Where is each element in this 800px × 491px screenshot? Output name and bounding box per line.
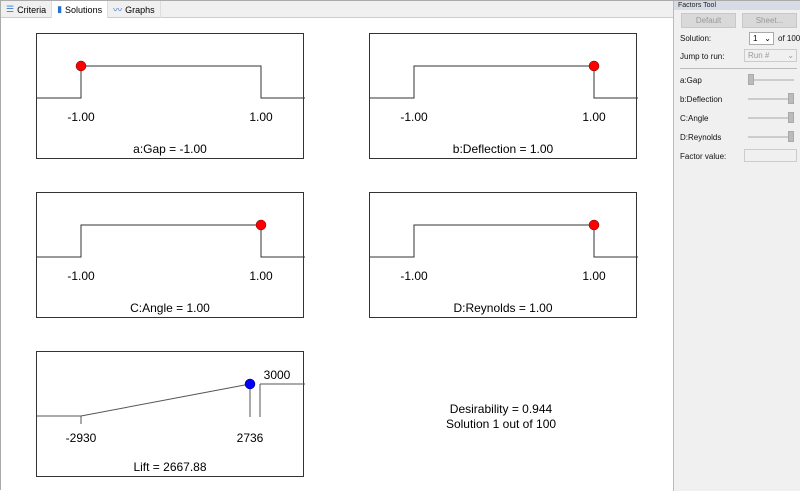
chevron-down-icon: ⌄	[764, 34, 771, 43]
panel-title: D:Reynolds = 1.00	[453, 301, 553, 315]
high-label: 1.00	[249, 110, 273, 124]
low-label: -1.00	[400, 110, 428, 124]
slider-thumb[interactable]	[788, 112, 794, 123]
high-label: 2736	[236, 431, 264, 445]
factor-label-deflection: b:Deflection	[680, 95, 723, 104]
factor-ramp-angle: -1.00 1.00 C:Angle = 1.00	[36, 192, 305, 318]
jump-label: Jump to run:	[680, 52, 725, 61]
solutions-view: -1.00 1.00 a:Gap = -1.00 -1.00 1.00 b:De…	[1, 18, 673, 491]
solution-select[interactable]: 1⌄	[749, 32, 774, 45]
tab-bar: ☰Criteria ▮Solutions 〰Graphs	[1, 1, 673, 18]
factor-ramp-deflection: -1.00 1.00 b:Deflection = 1.00	[369, 33, 638, 159]
jump-to-run-select[interactable]: Run #⌄	[744, 49, 797, 62]
slider-thumb[interactable]	[788, 93, 794, 104]
solution-label: Solution:	[680, 34, 712, 43]
factor-value-label: Factor value:	[680, 152, 727, 161]
factor-label-gap: a:Gap	[680, 76, 702, 85]
reynolds-slider[interactable]	[748, 131, 794, 142]
of-label: of 100	[778, 34, 800, 43]
low-label: -1.00	[67, 269, 95, 283]
slider-thumb[interactable]	[788, 131, 794, 142]
factors-tool-panel: Factors Tool Default Sheet... Solution: …	[673, 1, 800, 491]
factor-dot	[588, 60, 600, 72]
tab-criteria[interactable]: ☰Criteria	[1, 1, 53, 18]
default-button[interactable]: Default	[681, 13, 736, 28]
panel-title: C:Angle = 1.00	[130, 301, 210, 315]
panel-title: Lift = 2667.88	[133, 460, 207, 474]
target-label: 3000	[263, 368, 291, 382]
response-dot	[244, 378, 256, 390]
high-label: 1.00	[582, 110, 606, 124]
panel-title: b:Deflection = 1.00	[452, 142, 554, 156]
high-label: 1.00	[582, 269, 606, 283]
low-label: -2930	[65, 431, 97, 445]
graph-icon: 〰	[113, 5, 123, 15]
slider-thumb[interactable]	[748, 74, 754, 85]
angle-slider[interactable]	[748, 112, 794, 123]
high-label: 1.00	[249, 269, 273, 283]
sheet-button[interactable]: Sheet...	[742, 13, 797, 28]
document-icon: ▮	[57, 4, 63, 14]
factor-dot	[255, 219, 267, 231]
desirability-text: Desirability = 0.944	[449, 402, 553, 416]
chevron-down-icon: ⌄	[787, 51, 794, 60]
divider	[680, 68, 797, 69]
low-label: -1.00	[400, 269, 428, 283]
tab-graphs[interactable]: 〰Graphs	[108, 1, 161, 18]
response-ramp-lift: 3000 -2930 2736 Lift = 2667.88	[36, 351, 305, 477]
factor-ramp-reynolds: -1.00 1.00 D:Reynolds = 1.00	[369, 192, 638, 318]
criteria-icon: ☰	[6, 4, 15, 14]
factor-dot	[75, 60, 87, 72]
low-label: -1.00	[67, 110, 95, 124]
factor-dot	[588, 219, 600, 231]
factor-label-reynolds: D:Reynolds	[680, 133, 722, 142]
deflection-slider[interactable]	[748, 93, 794, 104]
solution-text: Solution 1 out of 100	[445, 417, 557, 431]
factor-ramp-gap: -1.00 1.00 a:Gap = -1.00	[36, 33, 305, 159]
factor-label-angle: C:Angle	[680, 114, 709, 123]
panel-title: Factors Tool	[674, 1, 800, 10]
tab-solutions[interactable]: ▮Solutions	[52, 1, 109, 18]
gap-slider[interactable]	[748, 74, 794, 85]
panel-title: a:Gap = -1.00	[133, 142, 207, 156]
factor-value-input[interactable]	[744, 149, 797, 162]
